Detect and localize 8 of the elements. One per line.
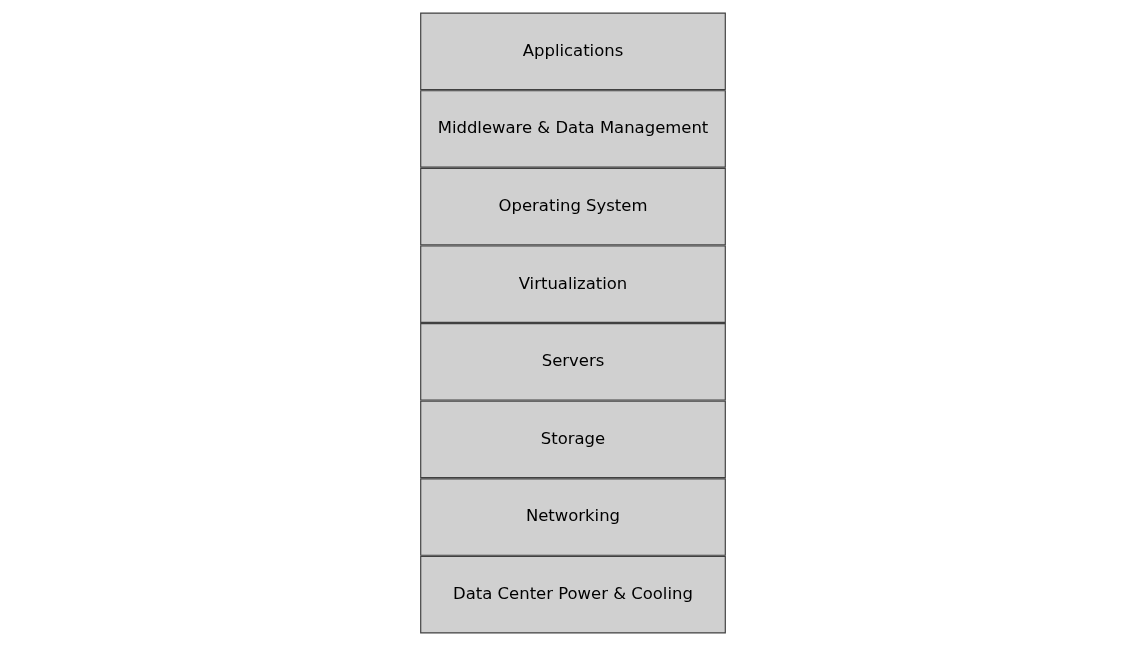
node-box: Middleware & Data Management [419, 90, 726, 168]
node-box: Data Center Power & Cooling [419, 555, 726, 634]
node-box: Virtualization [419, 245, 726, 323]
node-box: Operating System [419, 167, 726, 246]
node-box: Storage [419, 400, 726, 479]
node-box: Applications [419, 12, 726, 91]
node-box: Networking [419, 478, 726, 556]
node-box: Servers [419, 323, 726, 401]
